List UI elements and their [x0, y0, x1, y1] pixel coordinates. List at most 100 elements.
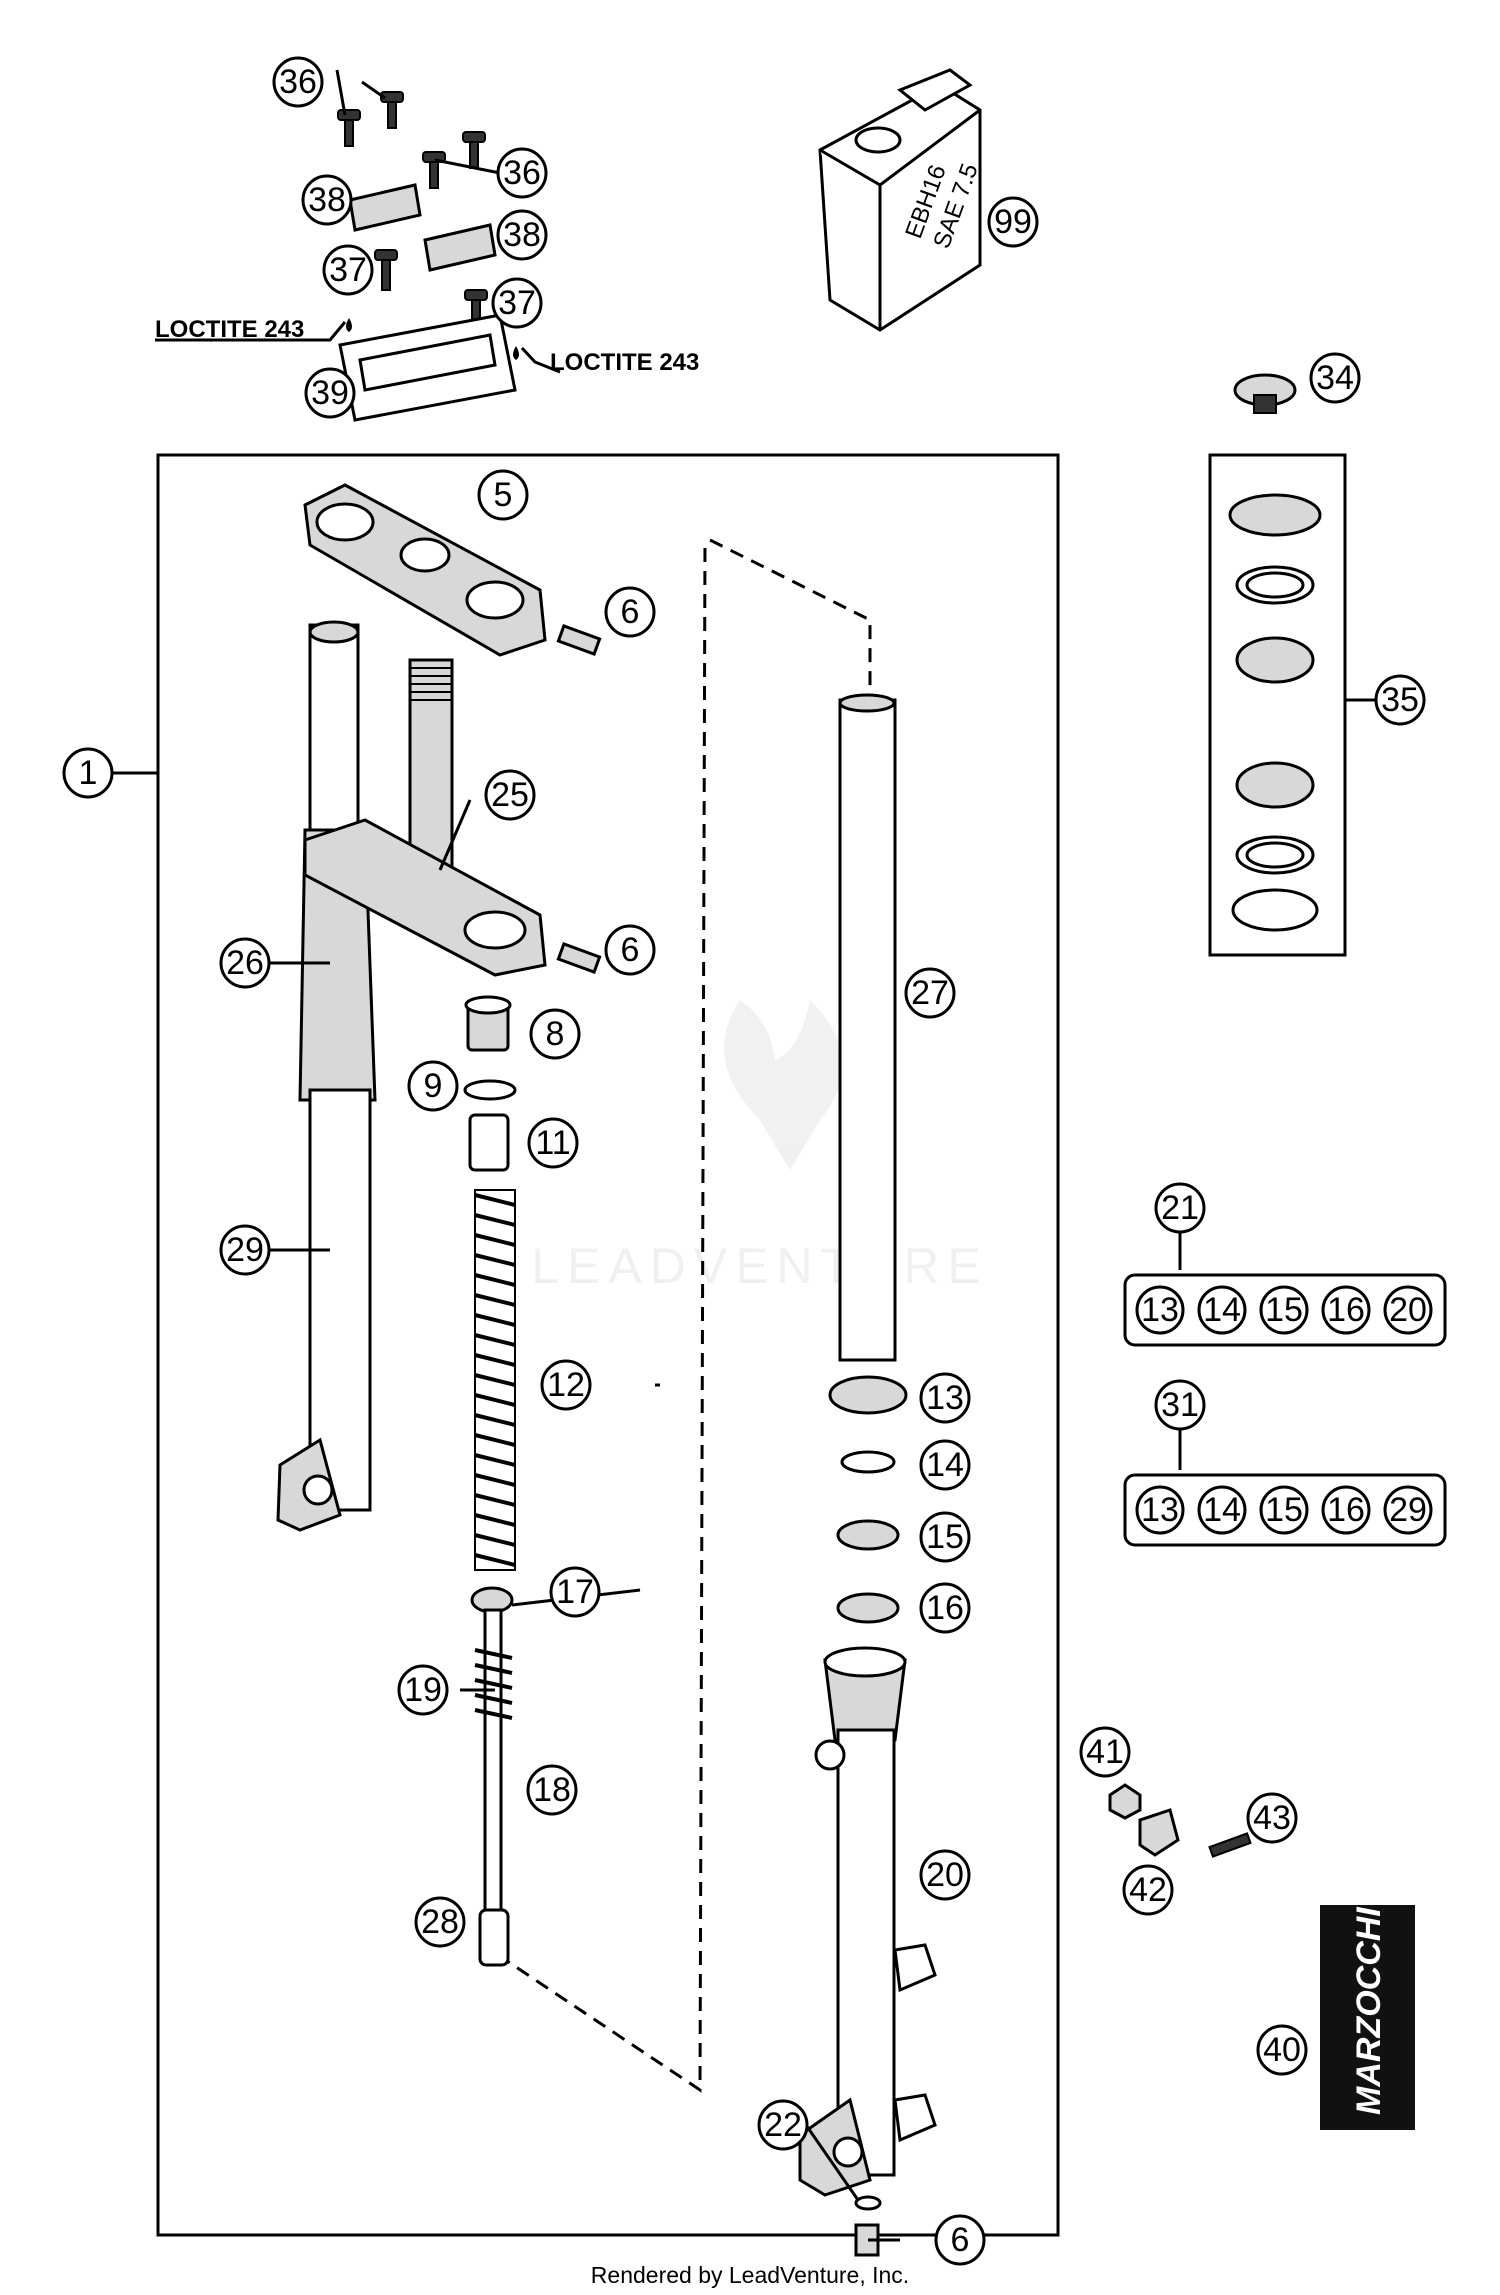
callout-18: 18 [526, 1764, 578, 1816]
svg-text:34: 34 [1316, 359, 1354, 397]
callout-6c: 6 [934, 2214, 986, 2266]
svg-text:16: 16 [1327, 1491, 1365, 1529]
svg-text:27: 27 [911, 974, 949, 1012]
callout-22: 22 [757, 2099, 809, 2151]
svg-text:17: 17 [556, 1573, 594, 1611]
svg-text:28: 28 [421, 1903, 459, 1941]
kit31-items: 13 14 15 16 29 [1135, 1485, 1433, 1535]
callout-34: 34 [1309, 352, 1361, 404]
callout-8: 8 [529, 1008, 581, 1060]
assembly-frame [156, 453, 1060, 2237]
callout-5: 5 [477, 469, 529, 521]
callout-37b: 37 [491, 277, 543, 329]
steering-bearing-kit [1208, 373, 1375, 957]
callout-11: 11 [527, 1117, 579, 1169]
alignment-dashed-line [497, 538, 872, 2093]
svg-text:37: 37 [498, 284, 536, 322]
svg-text:6: 6 [951, 2221, 970, 2259]
callout-20: 20 [919, 1849, 971, 1901]
svg-text:12: 12 [547, 1366, 585, 1404]
marzocchi-logo: MARZOCCHI [1320, 1905, 1415, 2130]
callout-42: 42 [1122, 1864, 1174, 1916]
watermark-text: LEADVENTURE [531, 1238, 989, 1294]
callouts: 1 5 6 6 6 8 9 11 12 13 14 15 16 17 18 19… [62, 56, 1426, 2266]
svg-text:13: 13 [1141, 1291, 1179, 1329]
svg-text:9: 9 [424, 1067, 443, 1105]
watermark: LEADVENTURE [531, 1000, 989, 1294]
svg-text:31: 31 [1161, 1386, 1199, 1424]
svg-text:15: 15 [926, 1518, 964, 1556]
upper-triple-clamp [303, 483, 602, 657]
callout-28: 28 [414, 1896, 466, 1948]
svg-text:41: 41 [1086, 1733, 1124, 1771]
svg-text:11: 11 [535, 1124, 570, 1162]
callout-19: 19 [397, 1664, 449, 1716]
callout-35: 35 [1374, 674, 1426, 726]
svg-text:29: 29 [226, 1231, 264, 1269]
svg-text:18: 18 [533, 1771, 571, 1809]
callout-12: 12 [540, 1359, 592, 1411]
svg-text:22: 22 [764, 2106, 802, 2144]
svg-text:14: 14 [1203, 1491, 1241, 1529]
svg-text:14: 14 [1203, 1291, 1241, 1329]
lower-triple-clamp [303, 658, 602, 977]
callout-36a: 36 [272, 56, 324, 108]
svg-text:36: 36 [503, 154, 541, 192]
callout-1: 1 [62, 747, 114, 799]
callout-14: 14 [919, 1439, 971, 1491]
svg-text:26: 26 [226, 944, 264, 982]
callout-37a: 37 [322, 244, 374, 296]
svg-text:6: 6 [621, 931, 640, 969]
svg-text:6: 6 [621, 593, 640, 631]
right-fork-parts [798, 693, 937, 2257]
callout-40: 40 [1256, 2024, 1308, 2076]
callout-21: 21 [1154, 1182, 1206, 1234]
svg-text:19: 19 [404, 1671, 442, 1709]
svg-text:20: 20 [926, 1856, 964, 1894]
svg-text:36: 36 [279, 63, 317, 101]
svg-text:1: 1 [79, 754, 98, 792]
svg-text:8: 8 [546, 1015, 565, 1053]
svg-text:20: 20 [1389, 1291, 1427, 1329]
svg-text:15: 15 [1265, 1491, 1303, 1529]
axle-clamp-hardware [1108, 1783, 1252, 1858]
callout-16: 16 [919, 1582, 971, 1634]
callout-13: 13 [919, 1372, 971, 1424]
callout-25: 25 [484, 769, 536, 821]
callout-43: 43 [1246, 1792, 1298, 1844]
kit21-items: 13 14 15 16 20 [1135, 1285, 1433, 1335]
svg-text:42: 42 [1129, 1871, 1167, 1909]
callout-36b: 36 [496, 147, 548, 199]
handlebar-clamp-group [155, 69, 561, 422]
callout-38a: 38 [301, 174, 353, 226]
loctite-label-left: LOCTITE 243 [155, 316, 304, 343]
callout-6a: 6 [604, 586, 656, 638]
left-fork-leg [276, 620, 377, 1532]
svg-text:15: 15 [1265, 1291, 1303, 1329]
callout-17: 17 [549, 1566, 601, 1618]
callout-99: 99 [987, 196, 1039, 248]
svg-text:16: 16 [926, 1589, 964, 1627]
svg-text:16: 16 [1327, 1291, 1365, 1329]
callout-26: 26 [219, 937, 271, 989]
svg-text:MARZOCCHI: MARZOCCHI [1350, 1906, 1388, 2115]
svg-text:13: 13 [926, 1379, 964, 1417]
svg-text:43: 43 [1253, 1799, 1291, 1837]
svg-text:25: 25 [491, 776, 529, 814]
callout-29: 29 [219, 1224, 271, 1276]
svg-text:29: 29 [1389, 1491, 1427, 1529]
svg-text:14: 14 [926, 1446, 964, 1484]
svg-text:40: 40 [1263, 2031, 1301, 2069]
callout-31: 31 [1154, 1379, 1206, 1431]
callout-9: 9 [407, 1060, 459, 1112]
svg-text:38: 38 [503, 216, 541, 254]
svg-text:13: 13 [1141, 1491, 1179, 1529]
svg-text:38: 38 [308, 181, 346, 219]
callout-6b: 6 [604, 924, 656, 976]
svg-text:35: 35 [1381, 681, 1419, 719]
fork-oil-can: EBH16 SAE 7.5 [818, 68, 984, 332]
callout-41: 41 [1079, 1726, 1131, 1778]
footer-credit: Rendered by LeadVenture, Inc. [590, 2262, 910, 2288]
callout-39: 39 [304, 367, 356, 419]
